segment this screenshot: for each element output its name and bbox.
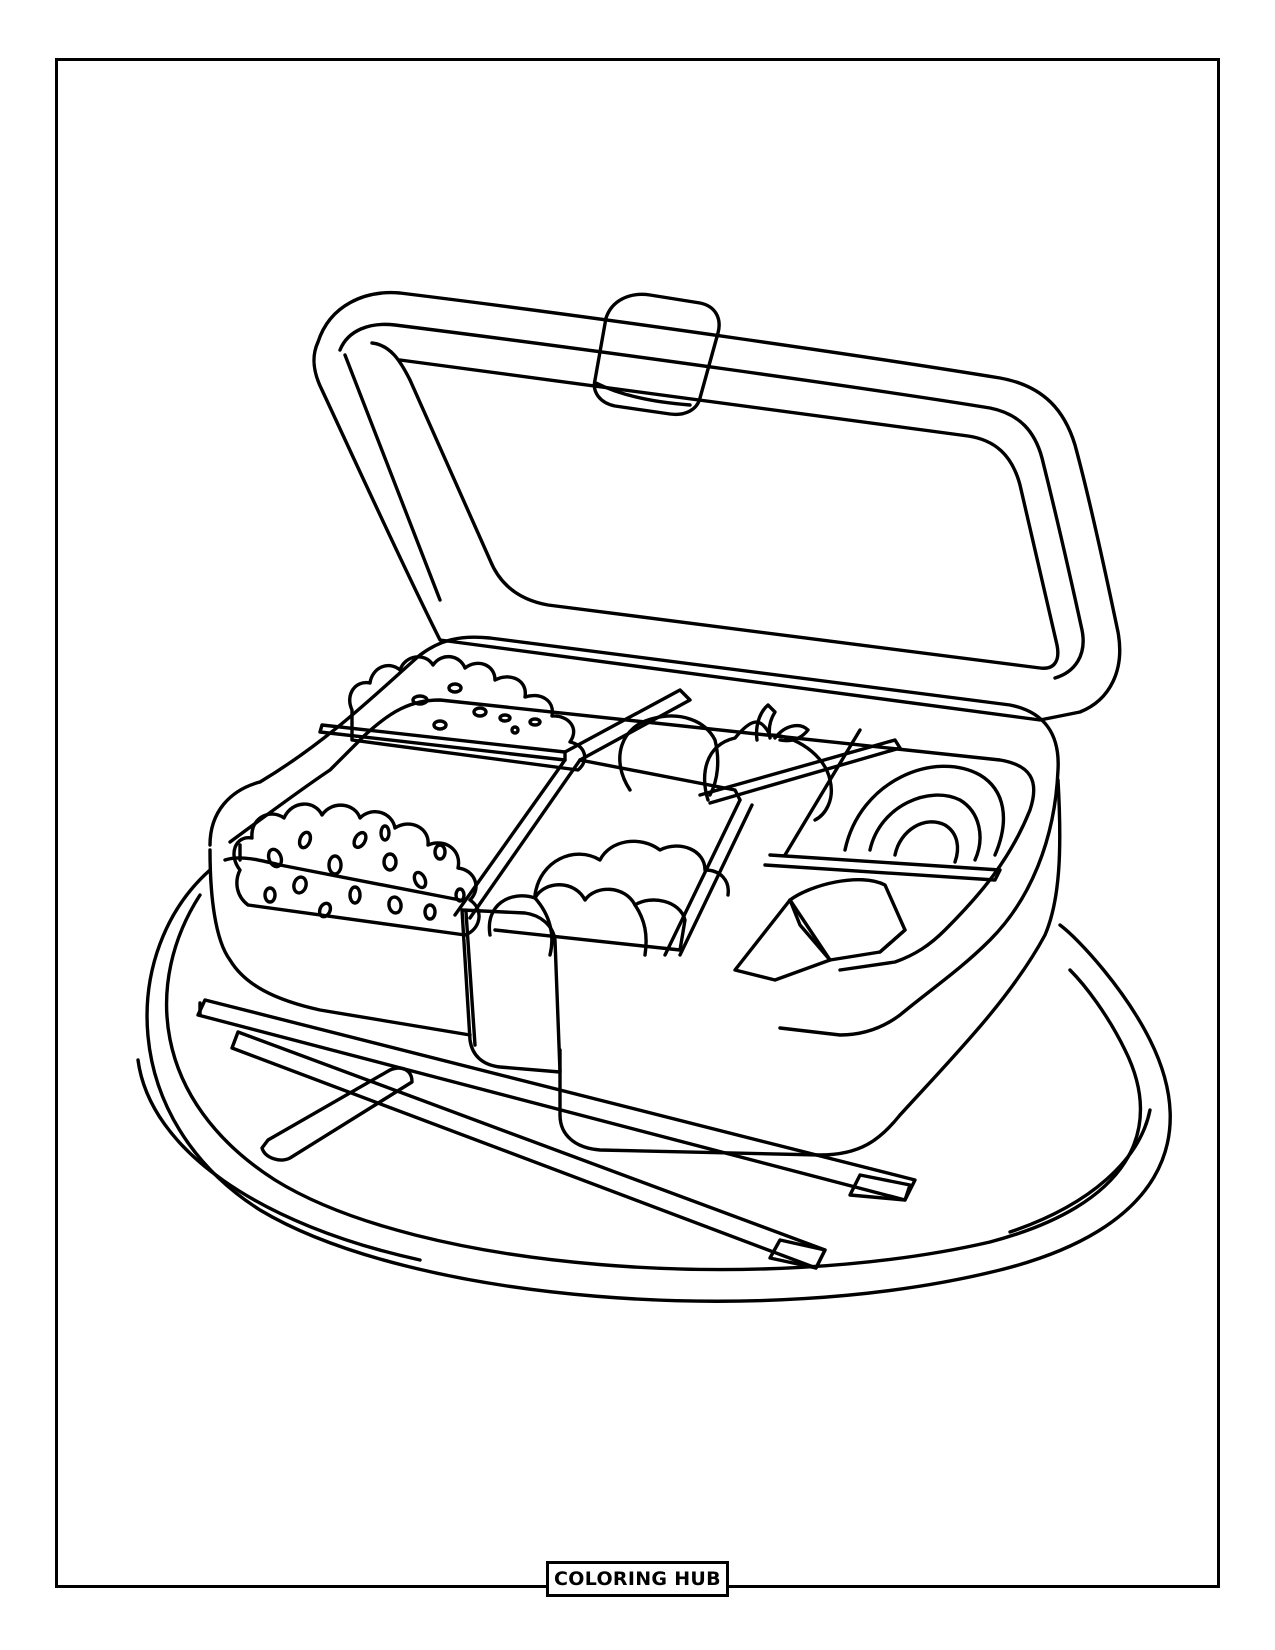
dumplings [487, 839, 730, 957]
apples [618, 703, 833, 822]
box-body [208, 635, 1062, 1157]
chopsticks [196, 998, 917, 1270]
brand-badge: COLORING HUB [546, 1561, 729, 1597]
rolled-omelette [843, 764, 1006, 864]
rice [232, 655, 587, 937]
dividers [318, 688, 1002, 957]
plate [136, 868, 1172, 1303]
onigiri [733, 877, 907, 982]
lid-clasp [592, 292, 721, 417]
brand-label: COLORING HUB [554, 1568, 721, 1590]
lid [312, 290, 1122, 722]
